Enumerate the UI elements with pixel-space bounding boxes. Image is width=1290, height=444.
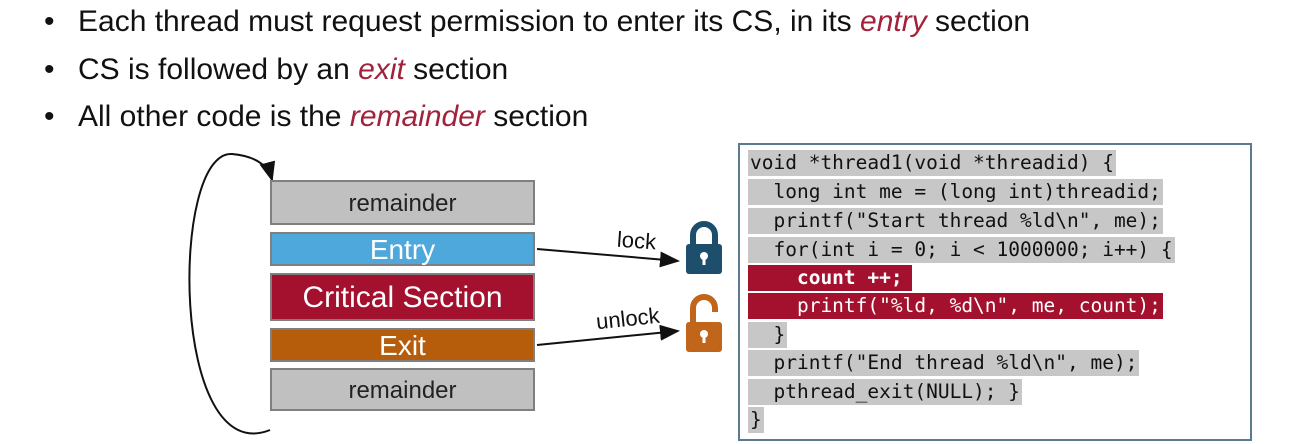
code-line: printf("End thread %ld\n", me); <box>748 350 1140 376</box>
bullet-emphasis: entry <box>860 5 927 38</box>
closed-padlock-icon <box>686 221 722 274</box>
loop-arrow <box>188 152 276 435</box>
bullet-dot: • <box>44 53 55 86</box>
code-line: } <box>748 407 764 433</box>
critical-code-line: printf("%ld, %d\n", me, count); <box>748 293 1163 319</box>
unlock-label: unlock <box>594 302 661 335</box>
lock-arrow <box>536 248 680 268</box>
bullet-entry: • Each thread must request permission to … <box>44 4 1030 40</box>
exit-box: Exit <box>270 328 535 362</box>
code-line: } <box>748 322 788 348</box>
bullet-emphasis: exit <box>358 53 405 86</box>
code-line: void *thread1(void *threadid) { <box>748 150 1116 176</box>
code-line: for(int i = 0; i < 1000000; i++) { <box>748 237 1175 263</box>
bullet-text: section <box>926 5 1031 38</box>
bullet-text: CS is followed by an <box>78 53 359 86</box>
critical-section-box: Critical Section <box>270 273 535 321</box>
bullet-text: All other code is the <box>78 100 350 133</box>
code-line: pthread_exit(NULL); } <box>748 379 1023 405</box>
remainder-box-bottom: remainder <box>270 368 535 411</box>
bullet-exit: • CS is followed by an exit section <box>44 52 508 88</box>
bullet-text: section <box>484 100 589 133</box>
code-panel: void *thread1(void *threadid) { long int… <box>738 143 1252 441</box>
bullet-remainder: • All other code is the remainder section <box>44 99 588 135</box>
code-line: long int me = (long int)threadid; <box>748 179 1163 205</box>
remainder-box-top: remainder <box>270 180 535 225</box>
bullet-text: Each thread must request permission to e… <box>78 5 861 38</box>
lock-label: lock <box>616 226 657 255</box>
code-line: printf("Start thread %ld\n", me); <box>748 208 1163 234</box>
open-padlock-icon <box>686 294 722 352</box>
entry-box: Entry <box>270 232 535 266</box>
critical-code-line: count ++; <box>748 265 912 291</box>
bullet-text: section <box>404 53 509 86</box>
bullet-emphasis: remainder <box>349 100 485 133</box>
bullet-dot: • <box>44 100 55 133</box>
bullet-dot: • <box>44 5 55 38</box>
